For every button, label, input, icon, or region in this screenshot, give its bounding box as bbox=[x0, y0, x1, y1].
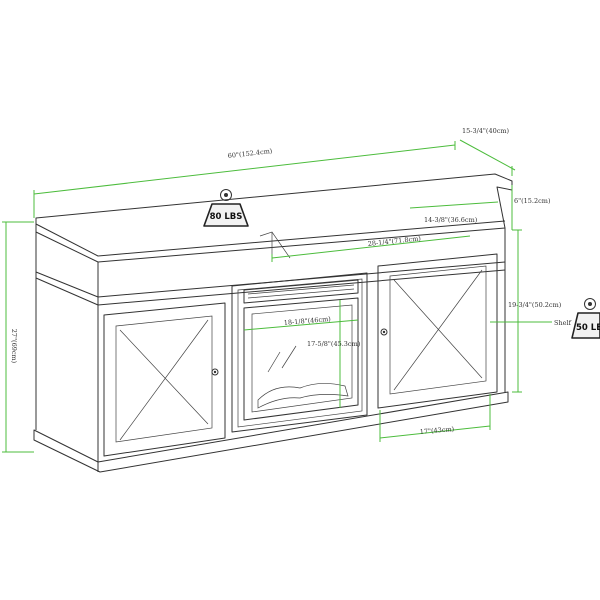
insert-height-label: 17-5/8"(45.3cm) bbox=[307, 340, 361, 348]
cabinet-width-label: 17"(43cm) bbox=[419, 425, 454, 436]
right-door-knob bbox=[380, 328, 388, 336]
fireplace-vent bbox=[243, 279, 359, 304]
weight-icon: 50 LBS bbox=[571, 298, 600, 339]
interior-width-label: 28-1/4"(71.8cm) bbox=[367, 234, 421, 248]
shelf-label: Shelf bbox=[554, 319, 572, 327]
weight-icon: 80 LBS bbox=[203, 189, 249, 227]
fireplace-glass bbox=[243, 297, 359, 421]
depth-label: 15-3/4"(40cm) bbox=[462, 127, 510, 135]
dimension-labels: 60"(152.4cm) 15-3/4"(40cm) 27"(69cm) 6"(… bbox=[10, 127, 572, 436]
height-label: 27"(69cm) bbox=[10, 329, 18, 364]
top-weight-label: 80 LBS bbox=[210, 212, 243, 222]
fireplace-logs bbox=[257, 383, 349, 409]
cabinet-height-label: 19-3/4"(50.2cm) bbox=[508, 301, 562, 309]
right-door bbox=[377, 253, 498, 409]
insert-width-label: 18-1/8"(46cm) bbox=[283, 315, 331, 327]
shelf-depth-label: 14-3/8"(36.6cm) bbox=[424, 216, 478, 224]
left-door-knob bbox=[211, 368, 219, 376]
tv-stand-outline bbox=[33, 173, 513, 473]
fireplace-frame bbox=[231, 272, 368, 433]
width-label: 60"(152.4cm) bbox=[227, 147, 273, 160]
shelf-height-label: 6"(15.2cm) bbox=[514, 197, 551, 205]
top-slab bbox=[35, 173, 513, 263]
shelf-weight-label: 50 LBS bbox=[576, 323, 600, 333]
dimension-lines bbox=[2, 139, 552, 453]
left-door bbox=[103, 302, 226, 457]
